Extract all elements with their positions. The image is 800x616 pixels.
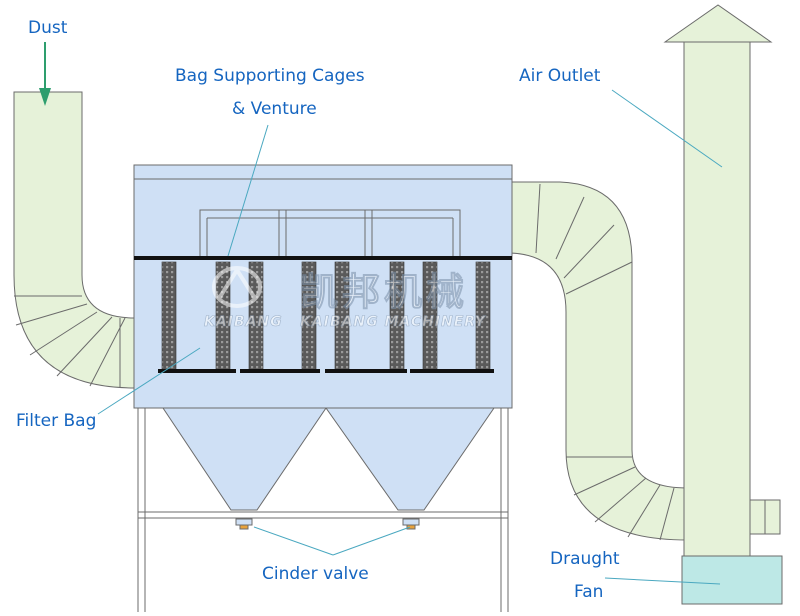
- watermark-logo: [212, 266, 262, 308]
- filter-bag: [161, 261, 177, 371]
- tube-sheet: [134, 256, 512, 260]
- watermark-company: KAIBANG MACHINERY: [300, 314, 487, 330]
- dust-arrow: [39, 42, 51, 106]
- label-dust: Dust: [28, 18, 68, 38]
- ash-hoppers: [162, 407, 495, 511]
- cinder-valve: [406, 524, 416, 530]
- label-cinder-valve: Cinder valve: [262, 564, 369, 584]
- label-draught: Draught: [550, 549, 620, 569]
- cinder-valves: [235, 518, 420, 530]
- leader-lines: [97, 89, 723, 585]
- watermark-logo-text: KAIBANG: [204, 314, 283, 330]
- cinder-valve: [402, 518, 420, 526]
- outlet-duct: [509, 181, 689, 541]
- watermark: 凯邦机械 KAIBANG KAIBANG MACHINERY: [204, 266, 487, 330]
- support-frame: [137, 408, 509, 612]
- inlet-duct: [13, 91, 136, 389]
- exhaust-stack: [663, 4, 781, 557]
- label-fan: Fan: [574, 582, 604, 602]
- cinder-valve: [239, 524, 249, 530]
- label-venture: & Venture: [232, 99, 317, 119]
- label-air-outlet: Air Outlet: [519, 66, 601, 86]
- watermark-chinese: 凯邦机械: [300, 270, 468, 314]
- draught-fan: [681, 555, 783, 605]
- label-bag-supporting-cages: Bag Supporting Cages: [175, 66, 365, 86]
- cinder-valve: [235, 518, 253, 526]
- bag-bottom-bars: [158, 369, 494, 373]
- label-filter-bag: Filter Bag: [16, 411, 97, 431]
